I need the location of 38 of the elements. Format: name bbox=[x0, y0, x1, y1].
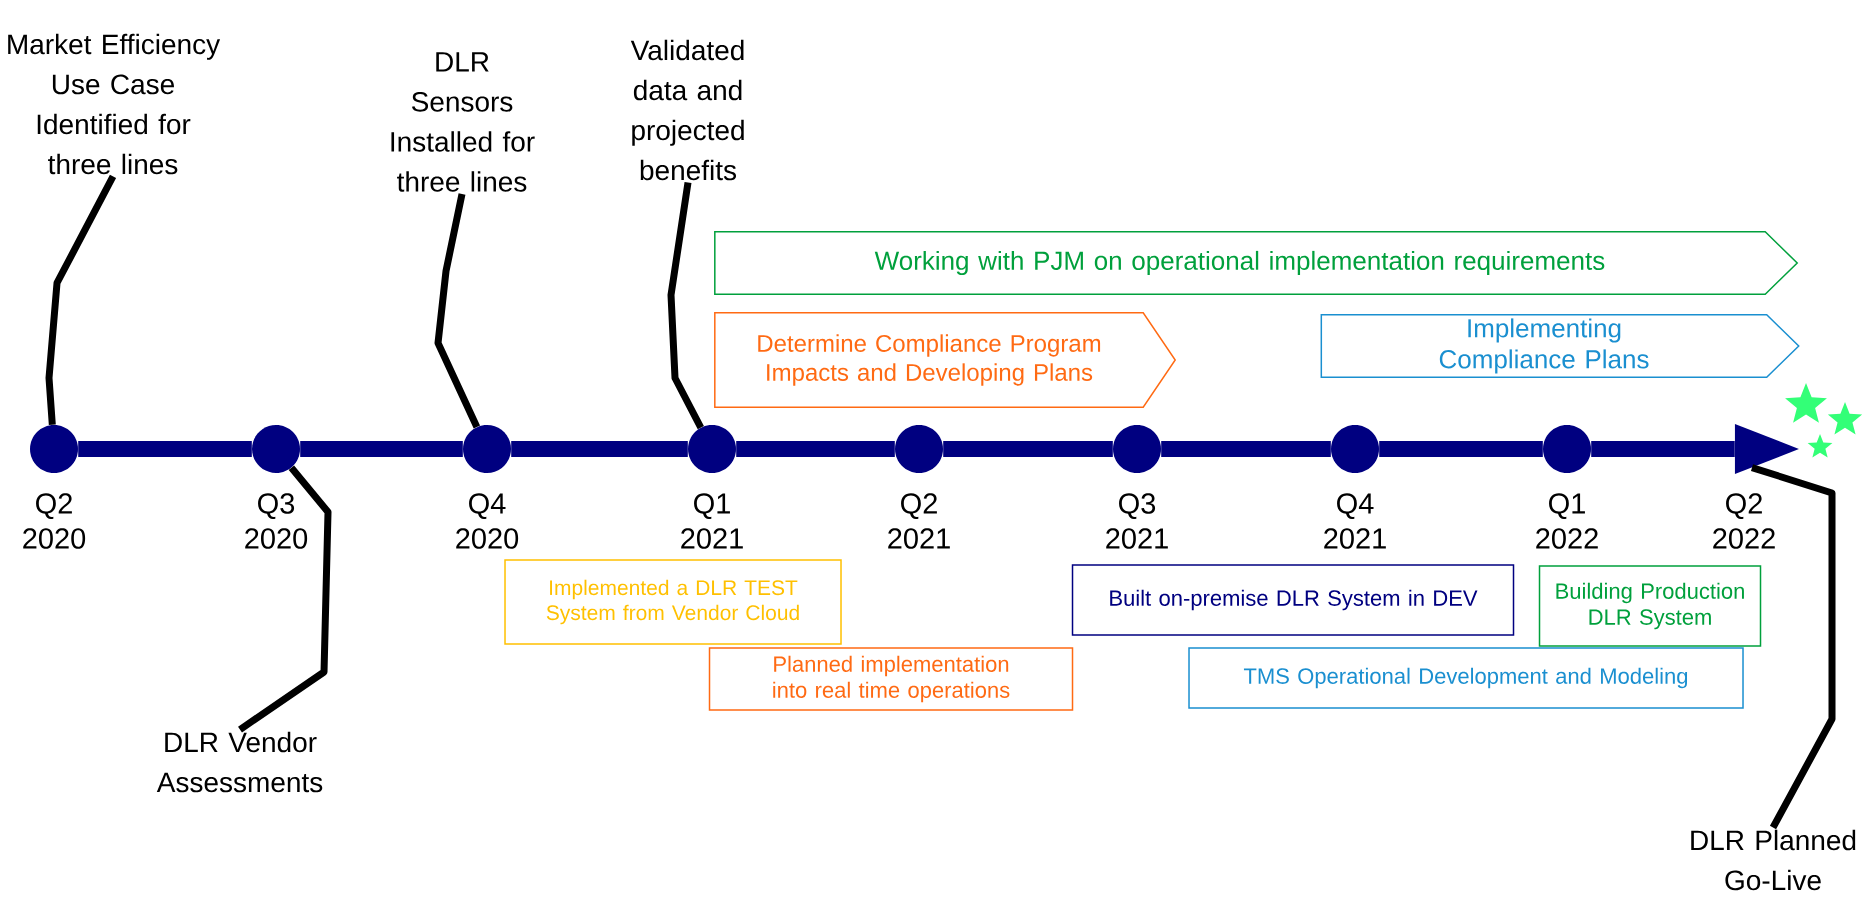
task-box: TMS Operational Development and Modeling bbox=[1188, 647, 1744, 709]
timeline-line bbox=[1591, 441, 1735, 457]
star-icon bbox=[1827, 402, 1863, 435]
milestone-text: DLR Planned Go-Live bbox=[1691, 829, 1856, 891]
task-box: Built on-premise DLR System in DEV bbox=[1071, 564, 1515, 636]
milestone-text: DLR Vendor Assessments bbox=[156, 731, 323, 793]
quarter-label: Q2 2020 bbox=[23, 493, 86, 549]
quarter-label: Q1 2022 bbox=[1536, 493, 1598, 549]
arrow-banner: Determine Compliance Program Impacts and Developing Plans bbox=[714, 312, 1177, 408]
timeline-line bbox=[300, 441, 463, 457]
arrow-banner: Working with PJM on operational implementation requirements bbox=[714, 231, 1799, 295]
task-box: Planned implementation into real time operations bbox=[708, 647, 1074, 711]
milestone-text: Market Efficiency Use Case Identified for three lines bbox=[8, 33, 221, 175]
quarter-label: Q4 2020 bbox=[456, 493, 519, 549]
milestone-text: Validated data and projected benefits bbox=[630, 39, 744, 181]
quarter-label: Q2 2021 bbox=[888, 493, 950, 549]
leader-line bbox=[434, 193, 481, 429]
timeline-line bbox=[1379, 441, 1543, 457]
timeline-line bbox=[736, 441, 895, 457]
quarter-label: Q4 2021 bbox=[1324, 493, 1386, 549]
leader-line bbox=[45, 174, 117, 426]
task-box: Building Production DLR System bbox=[1538, 565, 1762, 647]
leader-line bbox=[1750, 464, 1836, 830]
task-box: Implemented a DLR TEST System from Vendor Cloud bbox=[504, 559, 842, 645]
timeline-line bbox=[943, 441, 1113, 457]
timeline-line bbox=[1161, 441, 1331, 457]
quarter-label: Q3 2020 bbox=[245, 493, 308, 549]
timeline-line bbox=[78, 441, 252, 457]
timeline-line bbox=[511, 441, 688, 457]
quarter-label: Q3 2021 bbox=[1106, 493, 1168, 549]
leader-line bbox=[667, 181, 704, 430]
leader-line bbox=[238, 465, 332, 733]
quarter-label: Q1 2021 bbox=[681, 493, 743, 549]
star-icon bbox=[1785, 383, 1827, 423]
milestone-text: DLR Sensors Installed for three lines bbox=[391, 52, 535, 192]
quarter-label: Q2 2022 bbox=[1713, 493, 1775, 549]
star-icon bbox=[1807, 434, 1833, 458]
arrow-banner: Implementing Compliance Plans bbox=[1320, 314, 1800, 378]
